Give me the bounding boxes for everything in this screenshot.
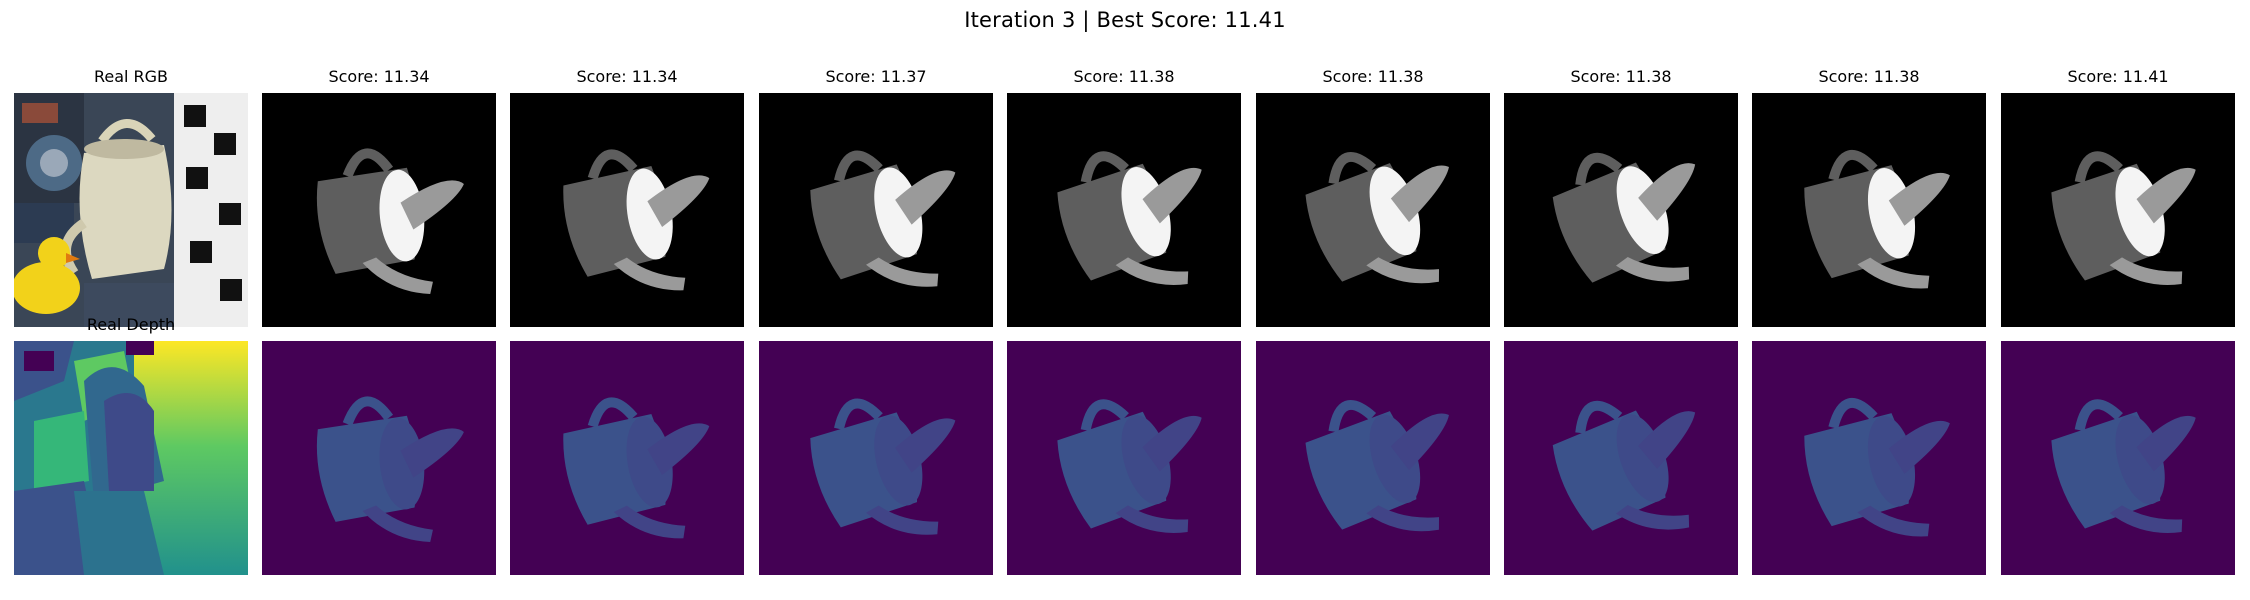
real-rgb-image [14,93,248,327]
watering-can-render [2001,93,2235,327]
watering-can-depth [1256,341,1490,575]
score-title: Score: 11.37 [825,67,927,86]
score-title: Score: 11.38 [1073,67,1175,86]
score-title: Score: 11.34 [328,67,430,86]
score-title: Score: 11.38 [1322,67,1424,86]
watering-can-render [1752,93,1986,327]
score-title: Score: 11.41 [2067,67,2169,86]
score-title: Score: 11.38 [1818,67,1920,86]
score-title: Score: 11.38 [1570,67,1672,86]
watering-can-depth [1007,341,1241,575]
real-depth-image [14,341,248,575]
watering-can-render [510,93,744,327]
watering-can-depth [510,341,744,575]
score-title: Score: 11.34 [576,67,678,86]
watering-can-render [759,93,993,327]
watering-can-render [262,93,496,327]
watering-can-render [1256,93,1490,327]
watering-can-depth [1752,341,1986,575]
watering-can-render [1504,93,1738,327]
figure-title: Iteration 3 | Best Score: 11.41 [964,8,1286,32]
watering-can-depth [262,341,496,575]
real-depth-title: Real Depth [86,315,176,334]
real-rgb-title: Real RGB [93,67,169,86]
watering-can-depth [2001,341,2235,575]
watering-can-render [1007,93,1241,327]
watering-can-depth [1504,341,1738,575]
watering-can-depth [759,341,993,575]
